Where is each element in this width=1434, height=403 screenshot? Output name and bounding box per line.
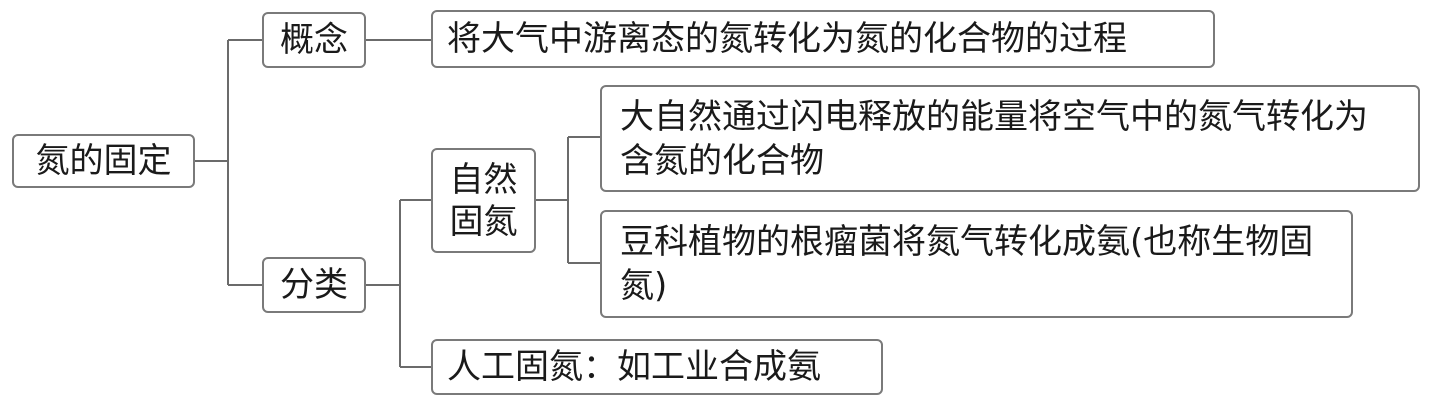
artificial-fixation-node: 人工固氮：如工业合成氨 xyxy=(431,339,883,395)
natural-item-lightning: 大自然通过闪电释放的能量将空气中的氮气转化为含氮的化合物 xyxy=(600,85,1420,192)
root-node: 氮的固定 xyxy=(12,134,195,188)
concept-node: 概念 xyxy=(262,12,366,68)
concept-definition-node: 将大气中游离态的氮转化为氮的化合物的过程 xyxy=(431,10,1215,68)
natural-item-rhizobia: 豆科植物的根瘤菌将氮气转化成氨(也称生物固氮) xyxy=(600,210,1353,318)
classification-node: 分类 xyxy=(262,257,366,313)
natural-fixation-node: 自然固氮 xyxy=(431,148,536,253)
